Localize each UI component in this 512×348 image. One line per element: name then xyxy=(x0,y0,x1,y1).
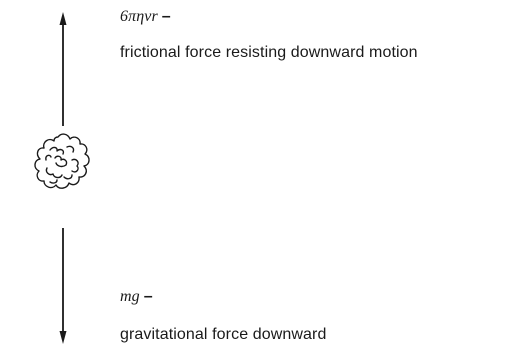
downward-force-formula: mg– xyxy=(120,287,153,307)
upward-force-formula: 6πηvr– xyxy=(120,7,171,27)
gravity-formula: mg xyxy=(120,288,140,305)
gravity-separator: – xyxy=(143,288,153,305)
upward-force-description: frictional force resisting downward moti… xyxy=(120,44,418,61)
friction-formula: 6πηvr xyxy=(120,8,158,25)
arrow-up-icon xyxy=(59,12,67,126)
downward-force-description: gravitational force downward xyxy=(120,326,327,343)
arrow-down-icon xyxy=(59,228,67,344)
irregular-particle-icon xyxy=(34,133,90,189)
friction-separator: – xyxy=(161,8,171,25)
